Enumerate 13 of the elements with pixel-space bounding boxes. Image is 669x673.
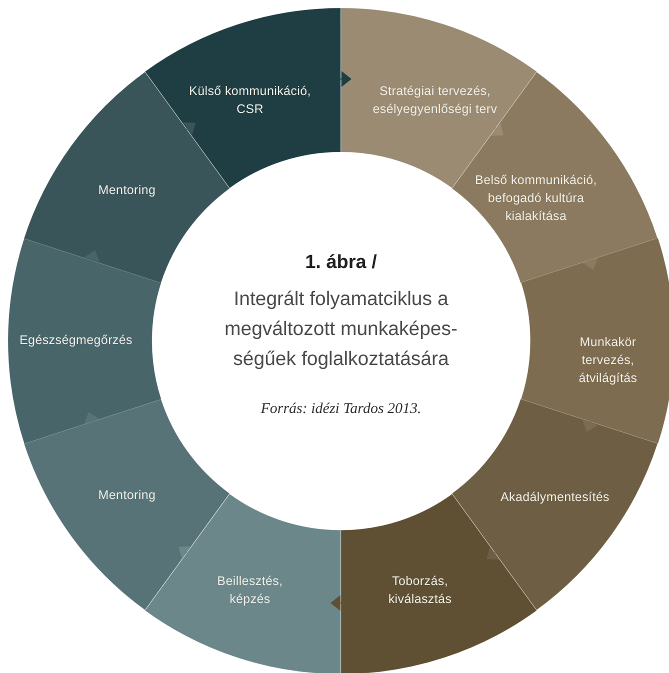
step-label: Mentoring bbox=[97, 182, 157, 199]
step-label: Egészségmegőrzés bbox=[18, 332, 134, 349]
step-label: Beillesztés, képzés bbox=[216, 572, 284, 608]
step-label: Akadálymentesítés bbox=[499, 488, 610, 506]
step-label: Munkakör tervezés, átvilágítás bbox=[578, 334, 638, 388]
step-label: Toborzás, kiválasztás bbox=[387, 572, 453, 608]
step-label: Belső kommunikáció, befogadó kultúra kialakítása bbox=[474, 172, 598, 226]
figure-caption: Integrált folyamatciklus a megváltozott munkaképes-ségűek foglalkoztatására bbox=[223, 287, 459, 372]
step-label: Stratégiai tervezés, esélyegyenlőségi terv bbox=[372, 82, 498, 118]
figure-title: 1. ábra / bbox=[305, 252, 377, 274]
step-label: Mentoring bbox=[97, 486, 157, 504]
source-note: Forrás: idézi Tardos 2013. bbox=[260, 400, 422, 419]
step-label: Külső kommunikáció, CSR bbox=[188, 82, 312, 118]
